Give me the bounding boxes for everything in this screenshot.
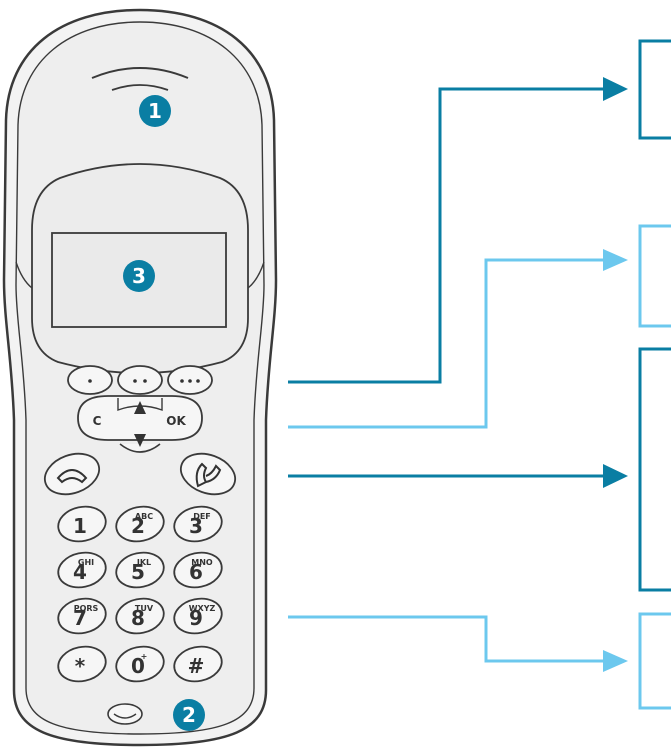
key-7-digit: 7	[73, 606, 87, 630]
call-accept-key[interactable]	[39, 447, 105, 502]
arrowhead-navigation	[603, 249, 628, 271]
key-4-digit: 4	[73, 560, 87, 584]
key-hash-digit: #	[188, 654, 205, 678]
label-box-navigation	[638, 224, 671, 328]
earpiece-slot-inner	[111, 84, 169, 91]
connector-keypad	[288, 615, 608, 663]
key-0-digit: 0	[131, 654, 145, 678]
connector-navigation	[288, 258, 608, 429]
soft-key-left[interactable]	[67, 365, 113, 395]
arrowhead-keypad	[603, 650, 628, 672]
nav-down-arrow-icon[interactable]	[134, 434, 146, 447]
arrowhead-soft-keys	[603, 77, 628, 101]
handset-icon	[195, 462, 222, 488]
key-1[interactable]: 1	[55, 502, 109, 545]
label-box-soft-keys	[638, 39, 671, 140]
key-0-letters: +	[141, 652, 148, 661]
connector-soft-keys	[288, 87, 608, 384]
nav-up-arrow-icon[interactable]	[134, 401, 146, 414]
key-3-digit: 3	[189, 514, 203, 538]
callout-microphone-number: 2	[182, 703, 196, 727]
key-2-letters: ABC	[135, 512, 153, 521]
callout-microphone: 2	[173, 699, 205, 731]
handset-icon	[56, 469, 88, 484]
key-star-digit: *	[75, 654, 86, 678]
key-9-digit: 9	[189, 606, 203, 630]
soft-key-right[interactable]	[167, 365, 213, 395]
callout-display-number: 3	[132, 264, 146, 288]
connector-lines	[288, 77, 628, 672]
key-0[interactable]: 0+	[113, 642, 167, 685]
callout-earpiece-number: 1	[148, 99, 162, 123]
clear-key-label[interactable]: C	[93, 414, 102, 428]
callout-earpiece: 1	[139, 95, 171, 127]
key-6-digit: 6	[189, 560, 203, 584]
key-2-digit: 2	[131, 514, 145, 538]
key-6-letters: MNO	[191, 558, 213, 567]
callout-display: 3	[123, 260, 155, 292]
arrowhead-call-keys	[603, 464, 628, 488]
key-9-letters: WXYZ	[189, 604, 216, 613]
soft-key-middle[interactable]	[117, 365, 163, 395]
ok-key-label[interactable]: OK	[166, 414, 186, 428]
key-hash[interactable]: #	[171, 642, 225, 685]
microphone	[107, 703, 143, 725]
navigation-rocker[interactable]: C OK	[77, 395, 203, 453]
label-box-keypad	[638, 612, 671, 710]
label-box-call-keys	[638, 347, 671, 592]
key-8-letters: TUV	[135, 604, 154, 613]
key-5-digit: 5	[131, 560, 145, 584]
side-groove-left	[15, 261, 33, 289]
key-7-letters: PQRS	[74, 604, 99, 613]
label-boxes	[638, 39, 671, 710]
earpiece-slot	[91, 67, 189, 79]
side-groove-right	[247, 261, 265, 289]
key-1-digit: 1	[73, 514, 87, 538]
key-8-digit: 8	[131, 606, 145, 630]
call-end-key[interactable]	[175, 447, 241, 502]
key-3-letters: DEF	[193, 512, 211, 521]
key-4-letters: GHI	[78, 558, 94, 567]
key-5-letters: JKL	[136, 558, 151, 567]
key-star[interactable]: *	[55, 642, 109, 685]
